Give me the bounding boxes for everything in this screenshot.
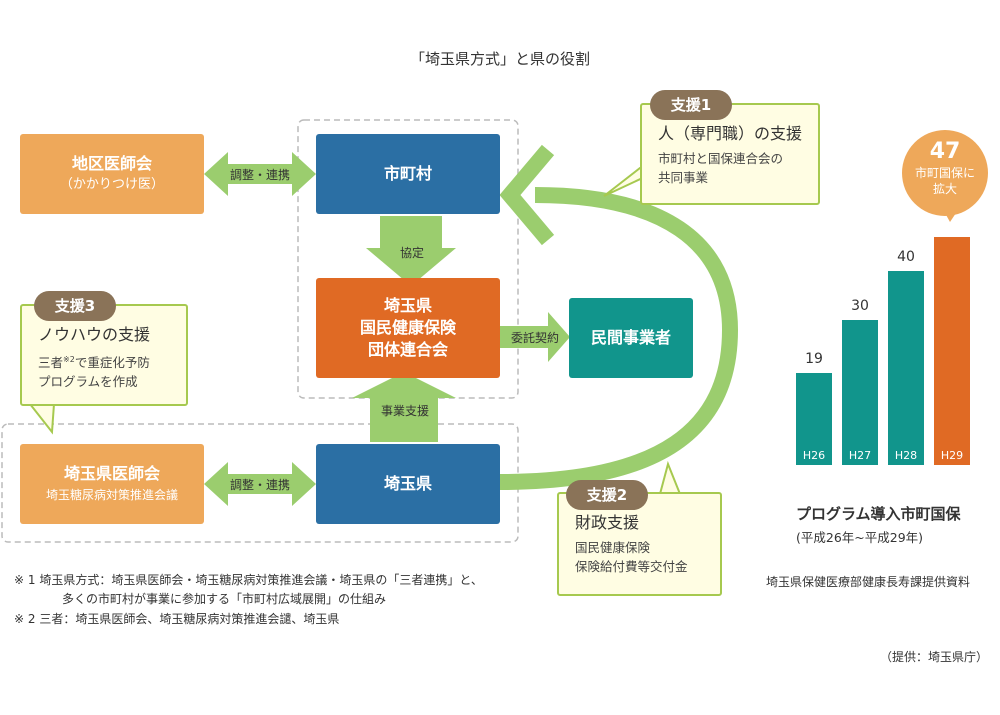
box-area-medical-association-sub: （かかりつけ医） bbox=[59, 177, 165, 192]
box-municipalities-title: 市町村 bbox=[383, 164, 432, 183]
support2-heading: 財政支援 bbox=[575, 513, 640, 532]
chart-bar bbox=[796, 372, 832, 465]
chart-category-label: H27 bbox=[848, 449, 872, 462]
chart-value-label: 30 bbox=[851, 297, 869, 314]
box-saitama-prefecture: 埼玉県 bbox=[316, 444, 500, 524]
support1-body: 市町村と国保連合会の 共同事業 bbox=[658, 149, 804, 187]
label-itaku: 委託契約 bbox=[510, 331, 559, 345]
chart-category-label: H26 bbox=[802, 449, 826, 462]
box-kokuho-line2: 国民健康保険 bbox=[359, 318, 456, 337]
box-pref-medical-title: 埼玉県医師会 bbox=[63, 464, 160, 483]
arrow-jigyo bbox=[352, 372, 456, 442]
box-prefectural-medical-association: 埼玉県医師会 埼玉糖尿病対策推進会議 bbox=[20, 444, 204, 524]
bubble-value: 47 bbox=[929, 139, 961, 164]
chart-bubble: 47 市町国保に 拡大 bbox=[902, 130, 988, 216]
bubble-line1: 市町国保に bbox=[914, 166, 975, 180]
label-chosei-top: 調整・連携 bbox=[229, 168, 290, 182]
arrow-chosei-bottom bbox=[204, 462, 316, 506]
badge-support3: 支援3 bbox=[34, 291, 116, 321]
chart-bar bbox=[934, 237, 970, 465]
callout-support3: ノウハウの支援 三者※2で重症化予防 プログラムを作成 bbox=[20, 304, 188, 406]
support2-body2: 保険給付費等交付金 bbox=[575, 559, 688, 574]
callout-support1: 人（専門職）の支援 市町村と国保連合会の 共同事業 bbox=[640, 103, 820, 205]
badge-support2: 支援2 bbox=[566, 480, 648, 510]
support3-body: 三者※2で重症化予防 プログラムを作成 bbox=[38, 350, 172, 391]
arrow-kyotei bbox=[366, 216, 456, 286]
footnote-1b: 多くの市町村が事業に参加する「市町村広域展開」の仕組み bbox=[62, 592, 387, 606]
box-kokuho-line3: 団体連合会 bbox=[367, 340, 448, 359]
chart-subtitle: (平成26年~平成29年) bbox=[796, 530, 924, 545]
footnote-2: ※ 2 三者：埼玉県医師会、埼玉糖尿病対策推進会譴、埼玉県 bbox=[14, 612, 340, 626]
arrow-itaku bbox=[500, 312, 570, 362]
curved-support-arrow bbox=[499, 187, 739, 490]
chart-bar bbox=[888, 271, 924, 465]
chart-title: プログラム導入市町国保 bbox=[796, 505, 961, 523]
support3-heading: ノウハウの支援 bbox=[38, 325, 151, 344]
chart-value-label: 40 bbox=[897, 249, 915, 265]
support3-body1: 三者 bbox=[38, 355, 64, 371]
bubble-line2: 拡大 bbox=[932, 182, 957, 196]
support2-body: 国民健康保険 保険給付費等交付金 bbox=[575, 538, 706, 576]
support1-body2: 共同事業 bbox=[658, 170, 709, 185]
badge-support1: 支援1 bbox=[650, 90, 732, 120]
box-private-business-title: 民間事業者 bbox=[590, 328, 671, 347]
group-outline-bottom bbox=[1, 423, 519, 543]
box-area-medical-association-title: 地区医師会 bbox=[71, 154, 152, 173]
support1-heading: 人（専門職）の支援 bbox=[658, 124, 803, 143]
curved-arrow-head bbox=[499, 144, 555, 246]
credit: （提供：埼玉県庁） bbox=[879, 650, 988, 664]
chart-bar bbox=[842, 319, 878, 465]
callout2-tail bbox=[658, 460, 682, 495]
support3-footnote-mark: ※2 bbox=[63, 355, 75, 364]
box-private-business: 民間事業者 bbox=[569, 298, 693, 378]
chart-value-label: 19 bbox=[805, 350, 823, 367]
support2-body1: 国民健康保険 bbox=[575, 540, 651, 555]
box-pref-medical-sub: 埼玉糖尿病対策推進会議 bbox=[45, 488, 178, 502]
chart-source: 埼玉県保健医療部健康長寿課提供資料 bbox=[766, 575, 971, 589]
box-kokuho-rengokai: 埼玉県 国民健康保険 団体連合会 bbox=[316, 278, 500, 378]
footnote-1a: ※ 1 埼玉県方式：埼玉県医師会・埼玉糖尿病対策推進会議・埼玉県の「三者連携」と… bbox=[14, 573, 483, 587]
label-jigyo: 事業支援 bbox=[380, 404, 429, 418]
box-municipalities: 市町村 bbox=[316, 134, 500, 214]
group-outline-top bbox=[297, 119, 519, 399]
box-saitama-title: 埼玉県 bbox=[383, 474, 432, 493]
arrow-chosei-top bbox=[204, 152, 316, 196]
label-chosei-bottom: 調整・連携 bbox=[229, 478, 290, 492]
box-kokuho-line1: 埼玉県 bbox=[383, 296, 432, 315]
diagram-title: 「埼玉県方式」と県の役割 bbox=[409, 50, 590, 68]
support3-body2: プログラムを作成 bbox=[38, 374, 138, 390]
support1-body1: 市町村と国保連合会の bbox=[658, 151, 784, 166]
callout3-tail bbox=[27, 403, 56, 435]
chart-category-label: H29 bbox=[940, 449, 964, 462]
support3-body1-rest: で重症化予防 bbox=[74, 355, 150, 371]
label-kyotei: 協定 bbox=[399, 246, 424, 260]
box-area-medical-association: 地区医師会 （かかりつけ医） bbox=[20, 134, 204, 214]
chart-category-label: H28 bbox=[894, 449, 918, 462]
